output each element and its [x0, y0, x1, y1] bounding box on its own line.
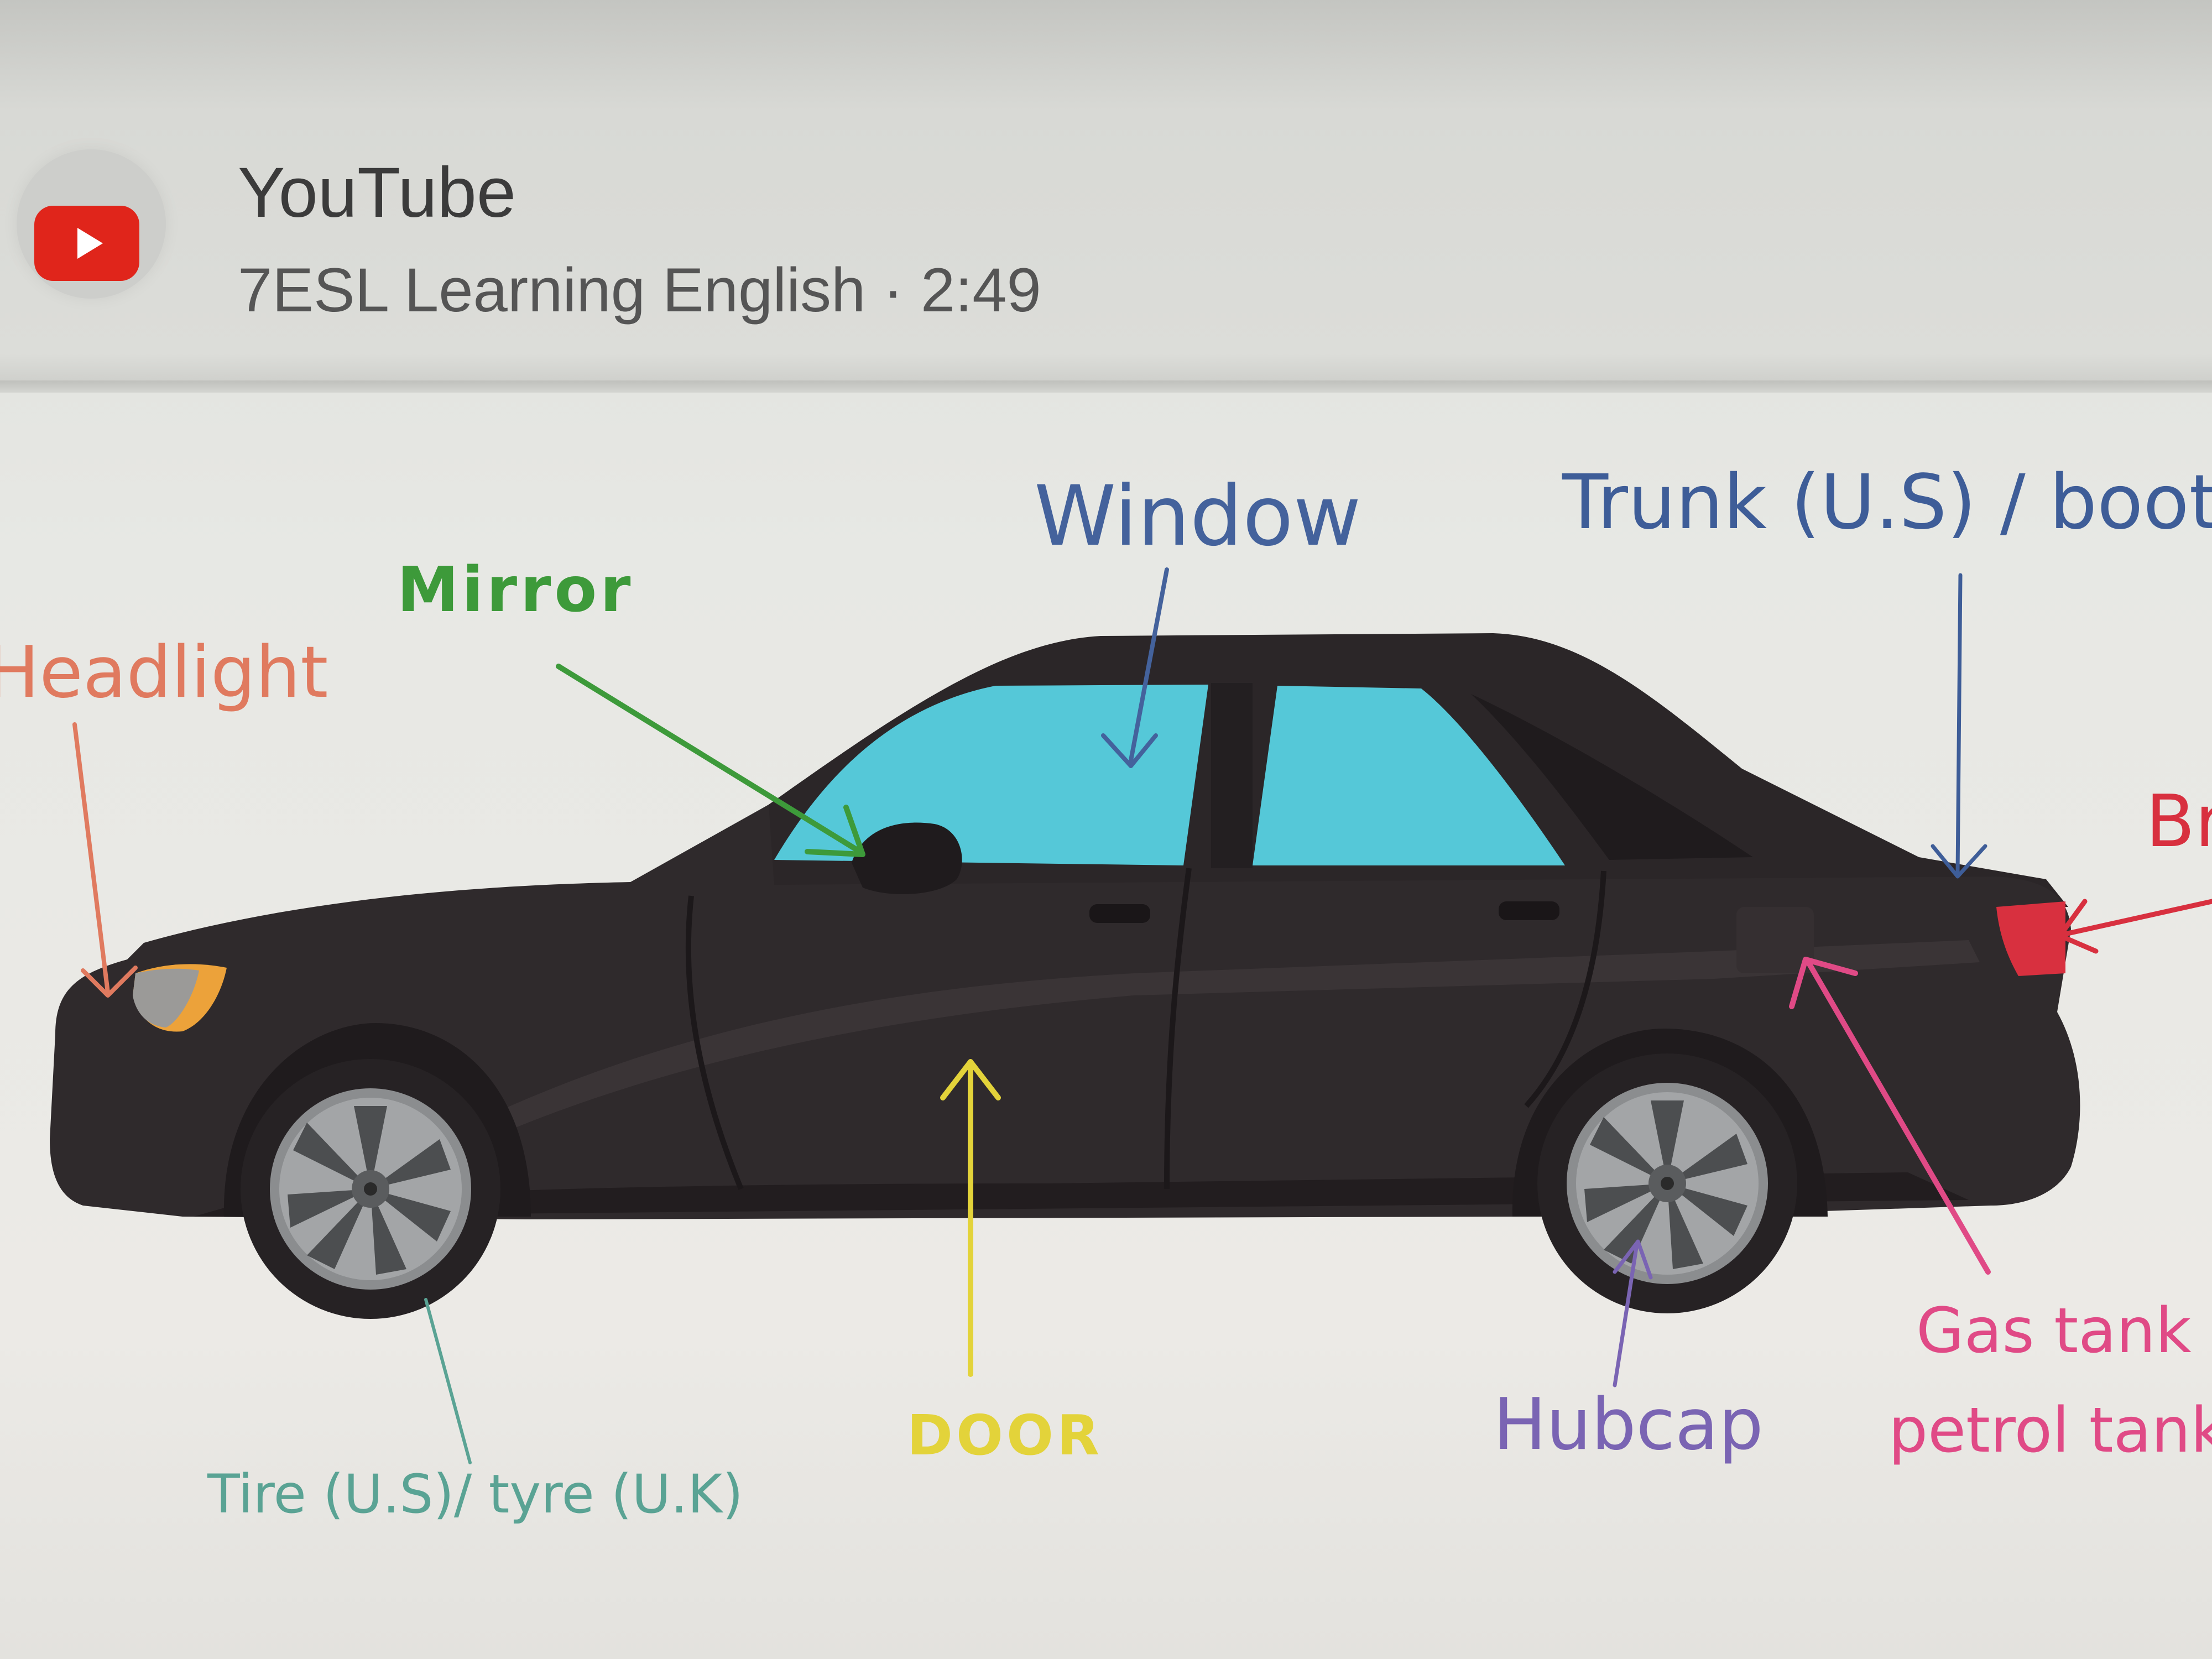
- video-meta[interactable]: 7ESL Learning English · 2:49: [238, 255, 1041, 325]
- mirror-arrow: [556, 664, 865, 857]
- tire-label: Tire (U.S)/ tyre (U.K): [207, 1463, 743, 1525]
- front-window: [774, 685, 1208, 865]
- gas-tank-label-line1: Gas tank (U: [1916, 1295, 2212, 1367]
- mirror-label: Mirror: [397, 554, 634, 626]
- hubcap-label: Hubcap: [1493, 1384, 1764, 1466]
- tire-line: [424, 1298, 472, 1464]
- door-arrow: [940, 1059, 1001, 1377]
- door-label: DOOR: [907, 1403, 1103, 1468]
- trunk-arrow: [1931, 573, 1987, 879]
- brake-light-label: Br: [2146, 779, 2212, 863]
- headlight-arrow: [72, 722, 138, 998]
- middle-door-seam: [1164, 868, 1192, 1190]
- gas-tank-arrow: [1789, 957, 1991, 1275]
- front-door-seam: [685, 895, 744, 1190]
- front-wheel: [241, 1059, 500, 1319]
- b-pillar: [1211, 683, 1253, 868]
- rear-wheel: [1537, 1053, 1797, 1313]
- site-name[interactable]: YouTube: [238, 153, 516, 232]
- rear-window: [1253, 686, 1565, 865]
- side-mirror: [852, 822, 962, 894]
- car-body-highlight: [498, 940, 1980, 1128]
- rear-door-handle: [1499, 901, 1559, 920]
- trunk-label: Trunk (U.S) / boot (U: [1562, 459, 2212, 546]
- youtube-attribution-header: [0, 0, 2212, 382]
- youtube-play-icon: [34, 206, 139, 281]
- header-divider: [0, 380, 2212, 393]
- tail-light: [1996, 901, 2065, 976]
- headlight-lens: [133, 968, 199, 1027]
- gas-tank-label-line2: petrol tank: [1888, 1395, 2212, 1467]
- front-door-handle: [1089, 904, 1150, 923]
- rear-door-seam: [1524, 870, 1606, 1108]
- hubcap-arrow: [1613, 1239, 1653, 1387]
- window-arrow: [1101, 567, 1169, 768]
- window-label: Window: [1034, 468, 1361, 565]
- car-illustration: [50, 633, 2080, 1319]
- brake-light-arrow: [2057, 899, 2212, 954]
- rear-quarter-glass: [1471, 694, 1753, 860]
- headlight-label: Headlight: [0, 632, 328, 714]
- fuel-door: [1736, 907, 1814, 973]
